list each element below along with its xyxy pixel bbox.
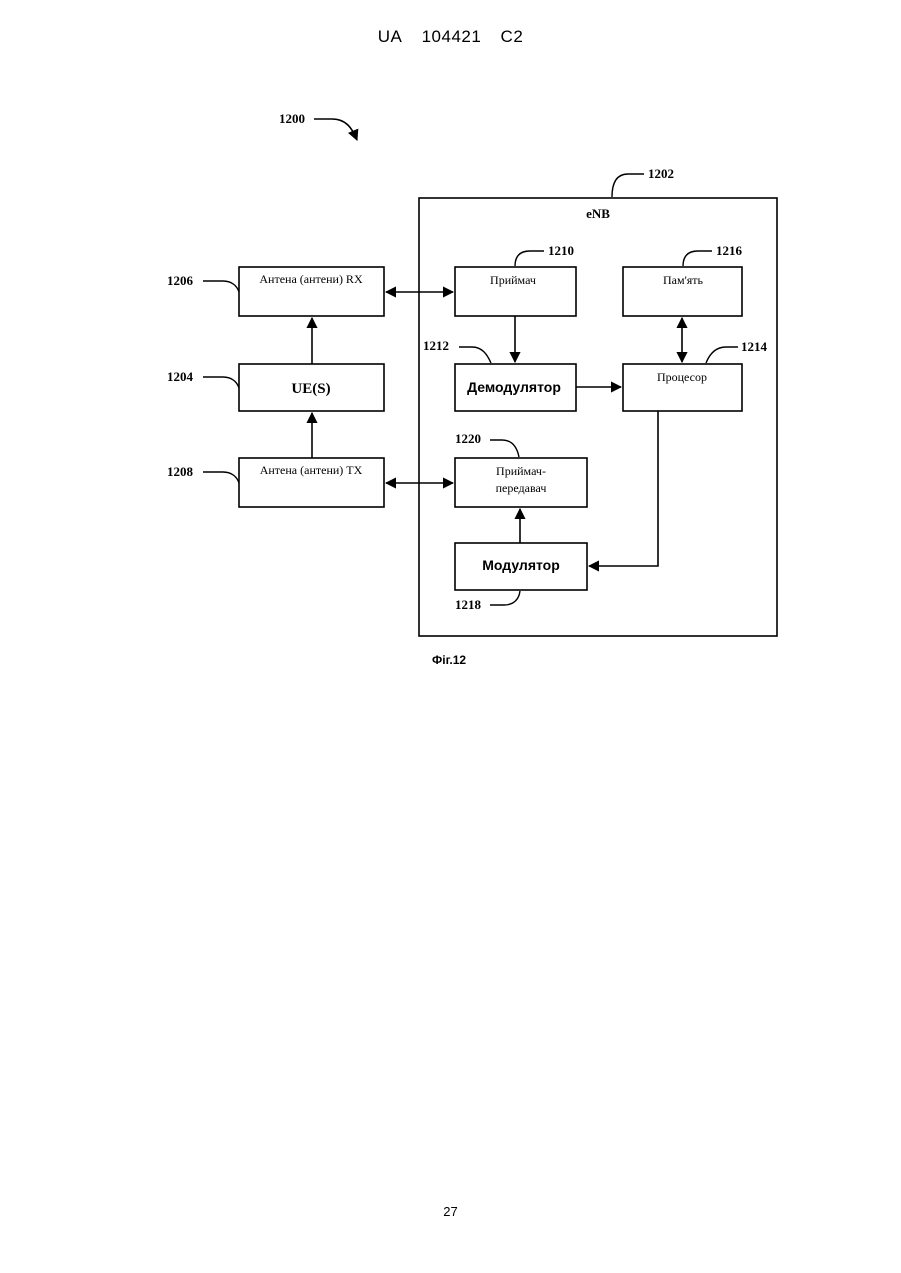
ref-1212-leader [459, 347, 491, 363]
block-demodulator-label: Демодулятор [467, 379, 561, 395]
block-antenna-tx-label: Антена (антени) TX [260, 463, 363, 477]
enb-container [419, 198, 777, 636]
ref-system-arrow [314, 119, 357, 140]
ref-enb-leader [612, 174, 644, 197]
block-memory-label: Пам'ять [663, 273, 704, 287]
block-transceiver-label-1: Приймач- [496, 464, 546, 478]
arrow-processor-to-modulator [589, 411, 658, 566]
ref-1216-leader [683, 251, 712, 266]
block-ue-label: UE(S) [291, 381, 330, 397]
page-number: 27 [0, 1204, 901, 1219]
ref-enb-label: 1202 [648, 166, 674, 181]
ref-1210-leader [515, 251, 544, 266]
block-receiver-label: Приймач [490, 273, 536, 287]
ref-system-label: 1200 [279, 111, 305, 126]
ref-1206-leader [203, 281, 239, 292]
ref-1220-leader [490, 440, 519, 457]
ref-1218-label: 1218 [455, 597, 482, 612]
ref-1208-leader [203, 472, 239, 483]
ref-1220-label: 1220 [455, 431, 481, 446]
figure-caption: Фіг.12 [432, 653, 466, 667]
ref-1214-label: 1214 [741, 339, 768, 354]
block-processor-label: Процесор [657, 370, 707, 384]
ref-1204-leader [203, 377, 239, 388]
ref-1214-leader [706, 347, 738, 363]
ref-1216-label: 1216 [716, 243, 743, 258]
ref-1208-label: 1208 [167, 464, 194, 479]
ref-1204-label: 1204 [167, 369, 194, 384]
enb-title: eNB [586, 206, 610, 221]
ref-1212-label: 1212 [423, 338, 449, 353]
ref-1206-label: 1206 [167, 273, 194, 288]
block-transceiver-label-2: передавач [496, 481, 547, 495]
ref-1210-label: 1210 [548, 243, 574, 258]
ref-1218-leader [490, 591, 520, 605]
block-antenna-rx-label: Антена (антени) RX [259, 272, 363, 286]
block-modulator-label: Модулятор [482, 557, 560, 573]
